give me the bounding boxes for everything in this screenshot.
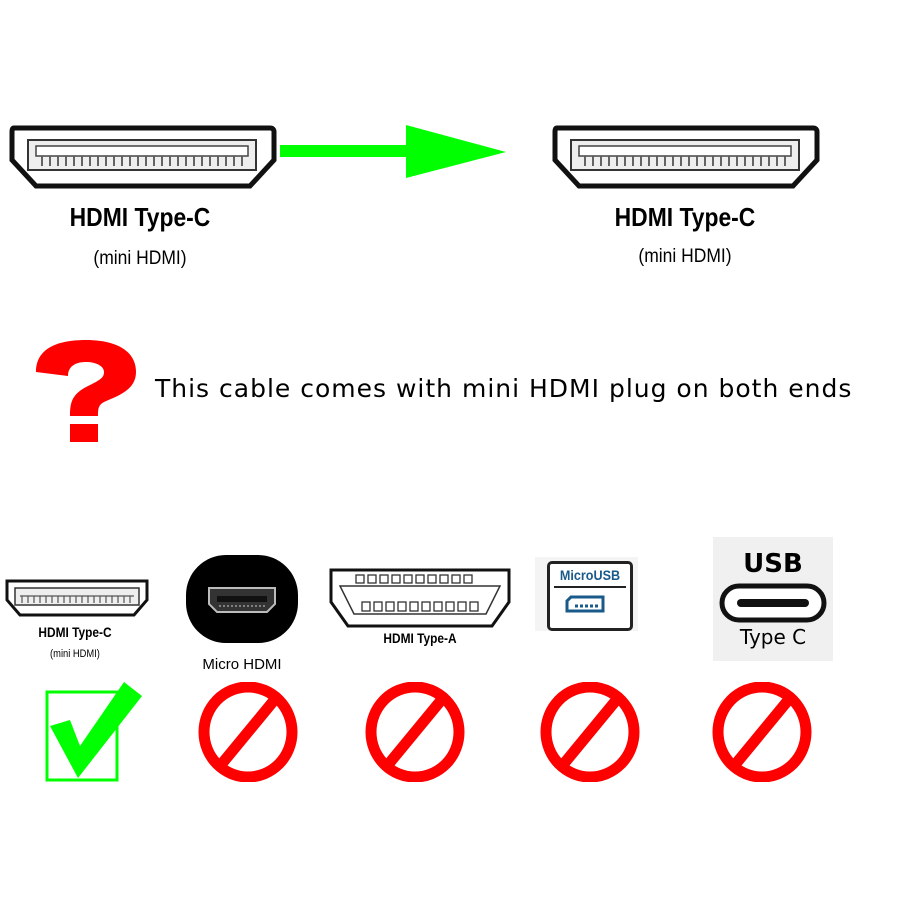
compat-title-2: HDMI Type-A [383,630,457,646]
notice-text: This cable comes with mini HDMI plug on … [155,374,853,403]
right-connector-title: HDMI Type-C [614,202,756,232]
micro-usb-tile: MicroUSB [535,557,638,631]
compat-title-3: MicroUSB [554,564,626,588]
usb-c-port-icon [719,583,827,623]
left-connector-subtitle: (mini HDMI) [93,248,187,269]
usb-type-c-tile: USB Type C [713,537,833,661]
compat-title-1: Micro HDMI [202,656,282,673]
micro-hdmi-icon [186,555,298,643]
question-mark-icon [36,340,136,442]
compat-subtitle-0: (mini HDMI) [50,648,100,660]
right-connector-subtitle: (mini HDMI) [638,246,732,267]
check-mark-icon [45,682,142,782]
prohibited-icon [365,682,465,782]
prohibited-icon [712,682,812,782]
left-connector-title: HDMI Type-C [69,202,211,232]
mini-hdmi-small-icon [5,579,149,617]
prohibited-icon [540,682,640,782]
prohibited-icon [198,682,298,782]
micro-usb-port-icon [565,595,605,613]
compat-title-4: USB [743,549,803,579]
compat-title-0: HDMI Type-C [38,624,112,640]
hdmi-type-a-icon [329,568,511,628]
compat-subtitle-4: Type C [739,625,807,649]
mini-hdmi-connector-icon [552,125,820,189]
mini-hdmi-connector-icon [9,125,277,189]
arrow-right-icon [280,125,506,178]
